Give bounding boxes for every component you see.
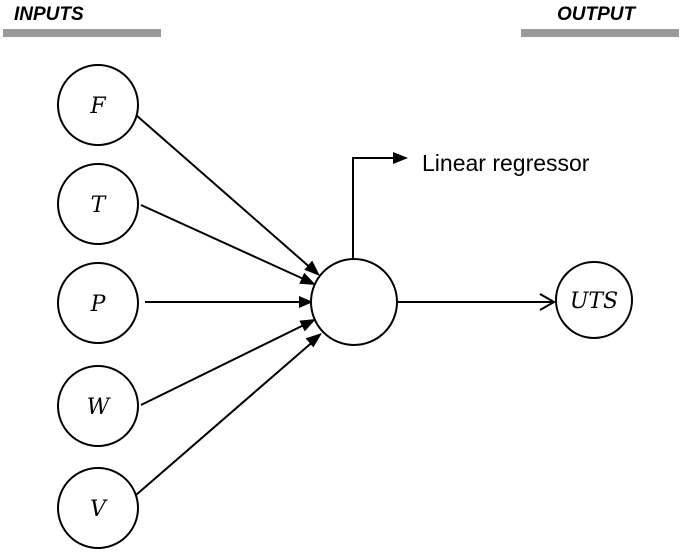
- inputs-header-label: INPUTS: [14, 4, 84, 25]
- input-label-W: W: [87, 395, 112, 420]
- arrowhead-regressor: [393, 152, 408, 164]
- arrowhead-V: [305, 333, 322, 348]
- input-node-P: P: [57, 262, 139, 344]
- arrowhead-W: [299, 319, 316, 332]
- input-node-W: W: [57, 365, 139, 447]
- input-node-T: T: [57, 163, 139, 245]
- edge-W-to-node: [140, 322, 309, 406]
- input-label-P: P: [90, 292, 107, 317]
- input-label-V: V: [90, 497, 108, 522]
- arrowhead-T: [299, 272, 316, 285]
- input-node-F: F: [57, 64, 139, 146]
- output-label-UTS: UTS: [570, 289, 618, 314]
- output-header-label: OUTPUT: [557, 4, 637, 25]
- linear-regressor-label: Linear regressor: [422, 150, 590, 176]
- output-header-bar: [521, 29, 679, 37]
- arrowhead-F: [304, 260, 320, 276]
- edge-node-to-regressor: [352, 157, 394, 262]
- arrowhead-P: [299, 296, 313, 308]
- edge-T-to-node: [140, 204, 309, 282]
- input-node-V: V: [57, 467, 139, 549]
- inputs-header-bar: [3, 29, 161, 37]
- output-node-UTS: UTS: [555, 261, 633, 339]
- arrowhead-output: [539, 293, 557, 311]
- input-label-T: T: [91, 193, 108, 218]
- edge-F-to-node: [135, 114, 314, 271]
- edge-V-to-node: [135, 338, 317, 496]
- input-label-F: F: [89, 94, 106, 119]
- hidden-node: [310, 258, 398, 346]
